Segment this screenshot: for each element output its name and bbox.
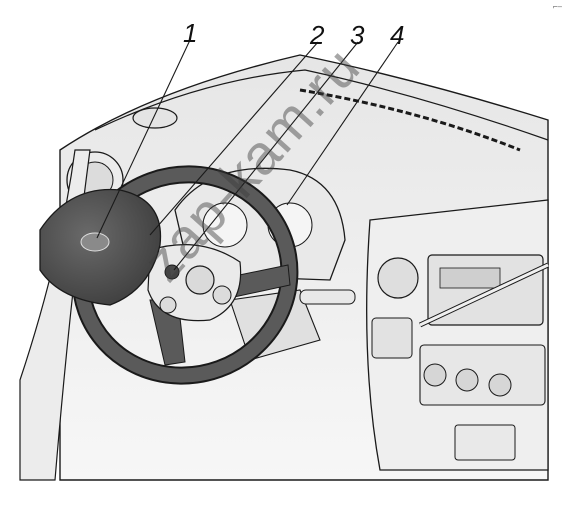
- center-air-vent: [377, 257, 419, 299]
- callout-4: 4: [390, 20, 405, 50]
- gauge-left: [202, 202, 248, 248]
- climate-knob-3: [488, 373, 512, 397]
- callout-2: 2: [310, 20, 325, 50]
- hub-bolt-right: [212, 285, 232, 305]
- leader-line-1: [96, 39, 191, 239]
- lower-storage-tray: [454, 424, 516, 461]
- leader-line-4: [286, 41, 399, 206]
- hub-bolt-lower: [159, 296, 177, 314]
- light-switch-stalk: [299, 289, 356, 305]
- hub-center: [185, 265, 215, 295]
- steering-wheel-rim-fill: [73, 167, 297, 383]
- leader-line-2: [149, 41, 319, 236]
- defroster-vent: [299, 88, 521, 152]
- climate-panel: [419, 344, 546, 406]
- callout-1: 1: [183, 18, 198, 48]
- dashboard-upper-ridge: [94, 69, 549, 141]
- tweeter-speaker: [132, 107, 178, 129]
- callout-3: 3: [350, 20, 365, 50]
- radio-display: [439, 267, 501, 289]
- climate-knob-2: [455, 368, 479, 392]
- leader-line-3: [173, 41, 359, 271]
- hazard-switch-panel: [371, 317, 413, 359]
- corner-mark: ⌐–: [552, 2, 562, 11]
- airbag-emblem-icon: [80, 232, 110, 252]
- wiper-stalk-fill: [419, 263, 549, 327]
- climate-knob-1: [423, 363, 447, 387]
